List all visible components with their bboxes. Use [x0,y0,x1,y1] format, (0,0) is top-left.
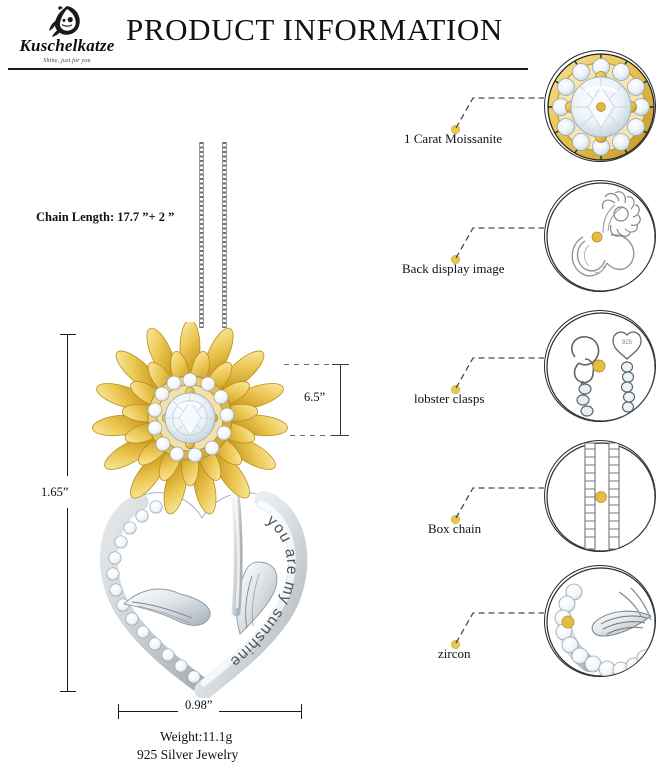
svg-text:925: 925 [622,340,633,346]
title-divider [8,68,528,70]
lobster-clasp-icon: 925 [544,310,656,422]
product-diagram-panel: Chain Length: 17.7 ”+ 2 ” [0,72,400,762]
callout-label-moissanite: 1 Carat Moissanite [404,131,503,146]
brand-tagline: Shine, just for you [43,58,91,64]
box-chain-icon [544,440,656,552]
callout-leader-zircon [455,612,544,644]
callout-label-lobster-clasps: lobster clasps [414,391,485,406]
page-title: PRODUCT INFORMATION [126,12,503,47]
callout-zircon: zircon [396,565,656,695]
callout-dot-moissanite [451,125,460,134]
callout-label-back-display: Back display image [402,261,505,276]
sunflower-leader-bottom [290,434,338,436]
pendant-illustration: you are my sunshine [92,322,308,700]
callout-leader-moissanite [455,97,544,129]
sunflower-dimension-label: 6.5” [304,390,326,404]
callout-leader-lobster-clasps [455,357,544,389]
callout-moissanite: 1 Carat Moissanite [396,50,656,180]
halo-stones [147,372,235,463]
callout-back-display: Back display image [396,180,656,310]
height-dimension-label: 1.65” [40,483,70,502]
chain-strand-right [222,142,227,328]
callout-dot-back-display [451,255,460,264]
sunflower-leader-top [284,364,338,366]
chain-length-label: Chain Length: 17.7 ”+ 2 ” [36,210,175,224]
sunflower-head [92,322,288,515]
weight-label: Weight:11.1g [160,729,233,744]
material-label: 925 Silver Jewelry [137,747,239,762]
callouts-panel: 1 Carat Moissanite [396,50,656,695]
callout-dot-zircon [451,640,460,649]
cat-head-logo-icon [49,6,80,37]
halo-moissanite-stone-icon [544,50,656,162]
callout-box-chain: Box chain [396,440,656,570]
width-dimension-label: 0.98” [178,698,220,713]
zircon-stones [106,500,201,684]
zircon-pave-icon [544,565,656,677]
pendant-back-view-icon [544,180,656,292]
callout-leader-box-chain [455,487,544,519]
callout-label-zircon: zircon [438,646,471,661]
callout-lobster-clasps: 925 lobster clasps [396,310,656,440]
chain-strand-left [199,142,204,328]
center-moissanite [164,392,216,444]
callout-dot-lobster-clasps [451,385,460,394]
callout-label-box-chain: Box chain [428,521,482,536]
height-dimension [60,334,76,692]
callout-dot-box-chain [451,515,460,524]
page-header: Kuschelkatze Shine, just for you PRODUCT… [0,0,656,72]
brand-name: Kuschelkatze [19,36,115,55]
callout-leader-back-display [455,227,544,259]
brand-logo: Kuschelkatze Shine, just for you [8,4,126,64]
